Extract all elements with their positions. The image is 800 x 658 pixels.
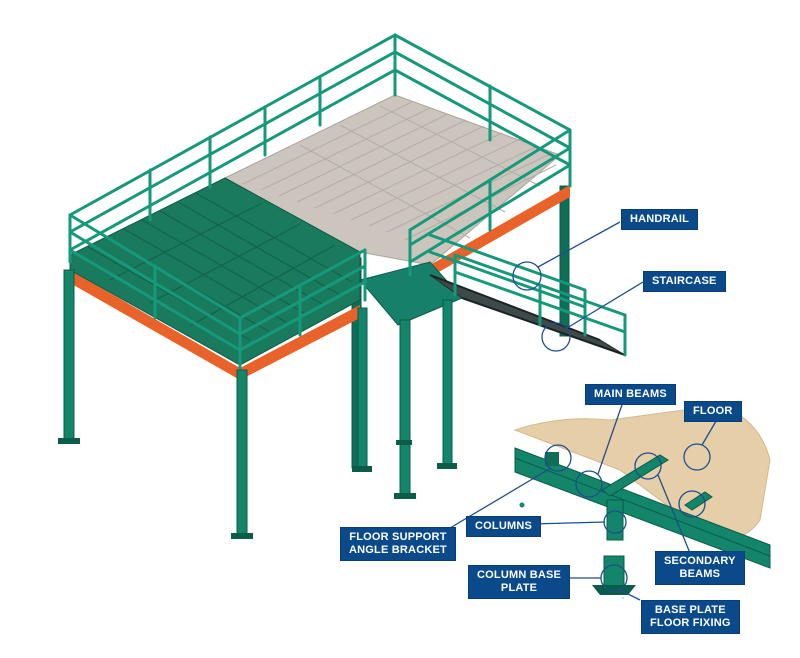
label-floor-support-line1: FLOOR SUPPORT — [349, 531, 447, 543]
label-floor-text: FLOOR — [693, 405, 733, 417]
detail-angle-bracket — [545, 452, 559, 466]
handrails — [68, 33, 627, 370]
label-secondary-beams-line1: SECONDARY — [664, 555, 736, 567]
mezzanine-structure — [58, 33, 627, 539]
column-base-plates — [58, 438, 457, 539]
label-floor-support-line2: ANGLE BRACKET — [349, 544, 447, 556]
label-floor-support: FLOOR SUPPORT ANGLE BRACKET — [340, 527, 456, 561]
label-base-plate: BASE PLATE FLOOR FIXING — [641, 600, 740, 634]
label-floor: FLOOR — [684, 401, 742, 422]
label-main-beams: MAIN BEAMS — [585, 384, 676, 405]
label-base-plate-line2: FLOOR FIXING — [650, 617, 731, 629]
label-base-plate-line1: BASE PLATE — [654, 604, 726, 616]
columns-front — [63, 269, 453, 536]
label-secondary-beams: SECONDARY BEAMS — [655, 551, 745, 585]
label-column-base-line2: PLATE — [500, 582, 538, 594]
detail-column — [606, 499, 624, 541]
label-staircase-text: STAIRCASE — [652, 275, 717, 287]
detail-main-beam — [514, 447, 771, 569]
detail-base-plate — [592, 585, 636, 595]
label-handrail-text: HANDRAIL — [630, 213, 690, 225]
edge-beams — [70, 185, 570, 380]
label-main-beams-text: MAIN BEAMS — [594, 388, 667, 400]
label-staircase: STAIRCASE — [643, 271, 726, 292]
label-columns-text: COLUMNS — [475, 520, 533, 532]
detail-secondary-beam — [601, 454, 669, 497]
label-handrail: HANDRAIL — [621, 209, 699, 230]
detail-base-column — [603, 555, 625, 587]
detail-secondary-beam-2 — [684, 491, 713, 511]
label-column-base: COLUMN BASE PLATE — [468, 565, 571, 599]
label-column-base-line1: COLUMN BASE — [477, 569, 562, 581]
label-columns: COLUMNS — [466, 516, 542, 537]
label-secondary-beams-line2: BEAMS — [679, 568, 721, 580]
